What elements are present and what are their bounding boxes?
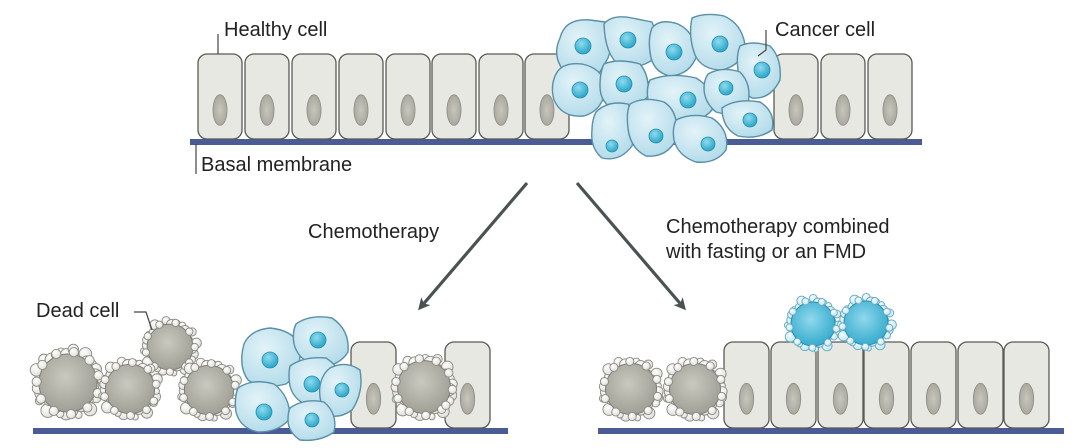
top-cancer-mass <box>551 13 781 163</box>
dead-cell-icon <box>98 356 163 421</box>
healthy-cell-icon <box>1003 341 1050 429</box>
basal-membrane-label: Basal membrane <box>201 154 353 176</box>
healthy-cell-icon <box>863 341 910 429</box>
cancer-cell-icon <box>721 100 774 138</box>
arrow-icon <box>418 181 529 311</box>
dead-cell-icon <box>29 343 107 421</box>
dead-cell-icon <box>662 356 728 422</box>
healthy-cell-icon <box>773 53 819 140</box>
cancer-cell-icon <box>551 63 607 117</box>
cancer-cell-icon <box>591 102 635 160</box>
dead-cell-icon <box>598 356 664 422</box>
healthy-cell-icon <box>197 53 243 140</box>
dead-cell-icon <box>177 357 242 422</box>
dead-cell-icon <box>140 316 202 377</box>
cancer-cell-icon <box>318 363 362 417</box>
healthy-cell-icon <box>385 53 431 140</box>
dead-cell-icon <box>390 354 458 421</box>
dead-cell-leader <box>134 311 153 331</box>
cancer-cell-icon <box>287 400 336 442</box>
cancer-cell-icon <box>292 316 349 367</box>
arrow-icon <box>575 181 686 311</box>
healthy-cell-icon <box>817 341 864 429</box>
chemotherapy-label: Chemotherapy <box>308 221 440 243</box>
chemo-fasting-label-line2: with fasting or an FMD <box>666 241 867 263</box>
healthy-cell-icon <box>770 341 817 429</box>
bottom-left-panel <box>29 311 508 442</box>
arrows <box>418 181 686 311</box>
bottom-right-dead-cells <box>598 293 897 422</box>
healthy-cell-icon <box>338 53 384 140</box>
healthy-cell-icon <box>478 53 524 140</box>
top-panel <box>190 13 922 174</box>
cancer-cell-icon <box>672 114 728 163</box>
healthy-cell-icon <box>723 341 770 429</box>
cancer-cell-icon <box>234 381 291 433</box>
healthy-cell-icon <box>244 53 290 140</box>
bottom-right-panel <box>598 293 1064 434</box>
top-healthy-cells <box>197 53 913 140</box>
cancer-cell-icon <box>241 327 301 387</box>
healthy-cell-icon <box>957 341 1004 429</box>
bottom-left-dead-cells <box>29 316 458 422</box>
healthy-cell-icon <box>867 53 913 140</box>
healthy-cell-icon <box>820 53 866 140</box>
healthy-cell-icon <box>431 53 477 140</box>
cancer-cell-icon <box>689 13 746 71</box>
cancer-cell-icon <box>648 21 698 77</box>
cancer-cell-label: Cancer cell <box>775 19 876 41</box>
bottom-right-healthy-cells <box>723 341 1050 429</box>
dead-cell-icon <box>836 293 897 352</box>
cancer-cell-icon <box>555 19 612 77</box>
healthy-cell-icon <box>291 53 337 140</box>
chemo-fasting-label-line1: Chemotherapy combined <box>666 216 890 238</box>
healthy-cell-icon <box>910 341 957 429</box>
dead-cell-icon <box>783 294 844 353</box>
cancer-cell-icon <box>626 98 678 157</box>
dead-cell-label: Dead cell <box>36 300 120 322</box>
healthy-cell-label: Healthy cell <box>224 19 328 41</box>
healthy-cell-icon <box>444 341 491 429</box>
cancer-cell-leader <box>757 30 767 57</box>
bottom-left-cancer-mass <box>234 316 362 442</box>
